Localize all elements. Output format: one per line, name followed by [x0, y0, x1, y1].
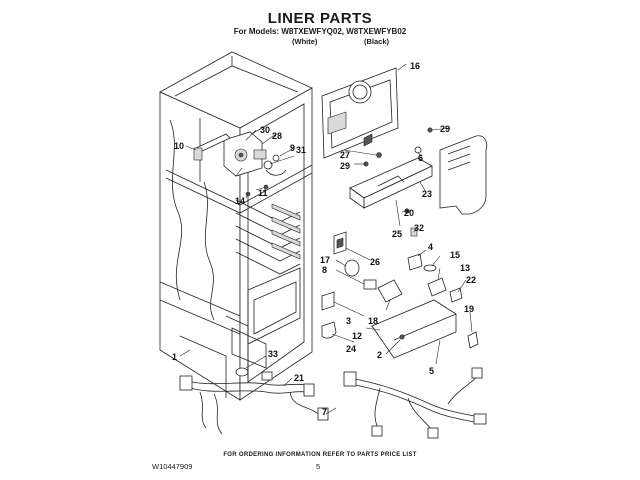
callout-2: 2 — [377, 350, 382, 360]
page-title: LINER PARTS — [267, 10, 373, 27]
callout-33: 33 — [268, 349, 278, 359]
callout-5: 5 — [429, 366, 434, 376]
callout-11: 11 — [258, 188, 268, 198]
light-components-drawing — [321, 227, 479, 359]
callout-16: 16 — [410, 61, 420, 71]
callout-22: 22 — [466, 275, 476, 285]
callout-26: 26 — [370, 257, 380, 267]
callout-32: 32 — [414, 223, 424, 233]
callout-20: 20 — [404, 208, 414, 218]
callout-9: 9 — [290, 143, 295, 153]
callout-31: 31 — [296, 145, 306, 155]
callout-numbers: 1 2 3 4 5 6 7 8 9 10 11 12 13 14 15 16 1… — [172, 61, 476, 417]
callout-18: 18 — [368, 316, 378, 326]
callout-28: 28 — [272, 131, 282, 141]
leader-lines — [179, 63, 473, 415]
ordering-note: FOR ORDERING INFORMATION REFER TO PARTS … — [223, 452, 417, 458]
document-number: W10447909 — [152, 462, 193, 471]
callout-27: 27 — [340, 150, 350, 160]
model-numbers: For Models: W8TXEWFYQ02, W8TXEWFYB02 — [233, 27, 407, 36]
callout-6: 6 — [418, 153, 423, 163]
callout-3: 3 — [346, 316, 351, 326]
wire-harness-drawing — [179, 367, 329, 435]
callout-29-upper: 29 — [440, 124, 450, 134]
callout-23: 23 — [422, 189, 432, 199]
callout-13: 13 — [460, 263, 470, 273]
callout-17: 17 — [320, 255, 330, 265]
light-shield-drawing — [439, 135, 488, 215]
callout-8: 8 — [322, 265, 327, 275]
duct-drawing — [349, 146, 433, 209]
callout-14: 14 — [235, 196, 245, 206]
page-number: 5 — [316, 462, 321, 471]
callout-1: 1 — [172, 352, 177, 362]
color-black-label: (Black) — [364, 37, 390, 46]
callout-15: 15 — [450, 250, 460, 260]
callout-12: 12 — [352, 331, 362, 341]
callout-21: 21 — [294, 373, 304, 383]
callout-24: 24 — [346, 344, 356, 354]
color-white-label: (White) — [292, 37, 318, 46]
control-assembly-drawing — [193, 131, 287, 197]
callout-4: 4 — [428, 242, 433, 252]
evaporator-cover-drawing — [321, 67, 399, 159]
callout-7: 7 — [322, 407, 327, 417]
callout-30: 30 — [260, 125, 270, 135]
liner-drawing — [159, 51, 313, 401]
light-harness-drawing — [343, 367, 487, 439]
callout-10: 10 — [174, 141, 184, 151]
callout-19: 19 — [464, 304, 474, 314]
callout-29-lower: 29 — [340, 161, 350, 171]
callout-25: 25 — [392, 229, 402, 239]
